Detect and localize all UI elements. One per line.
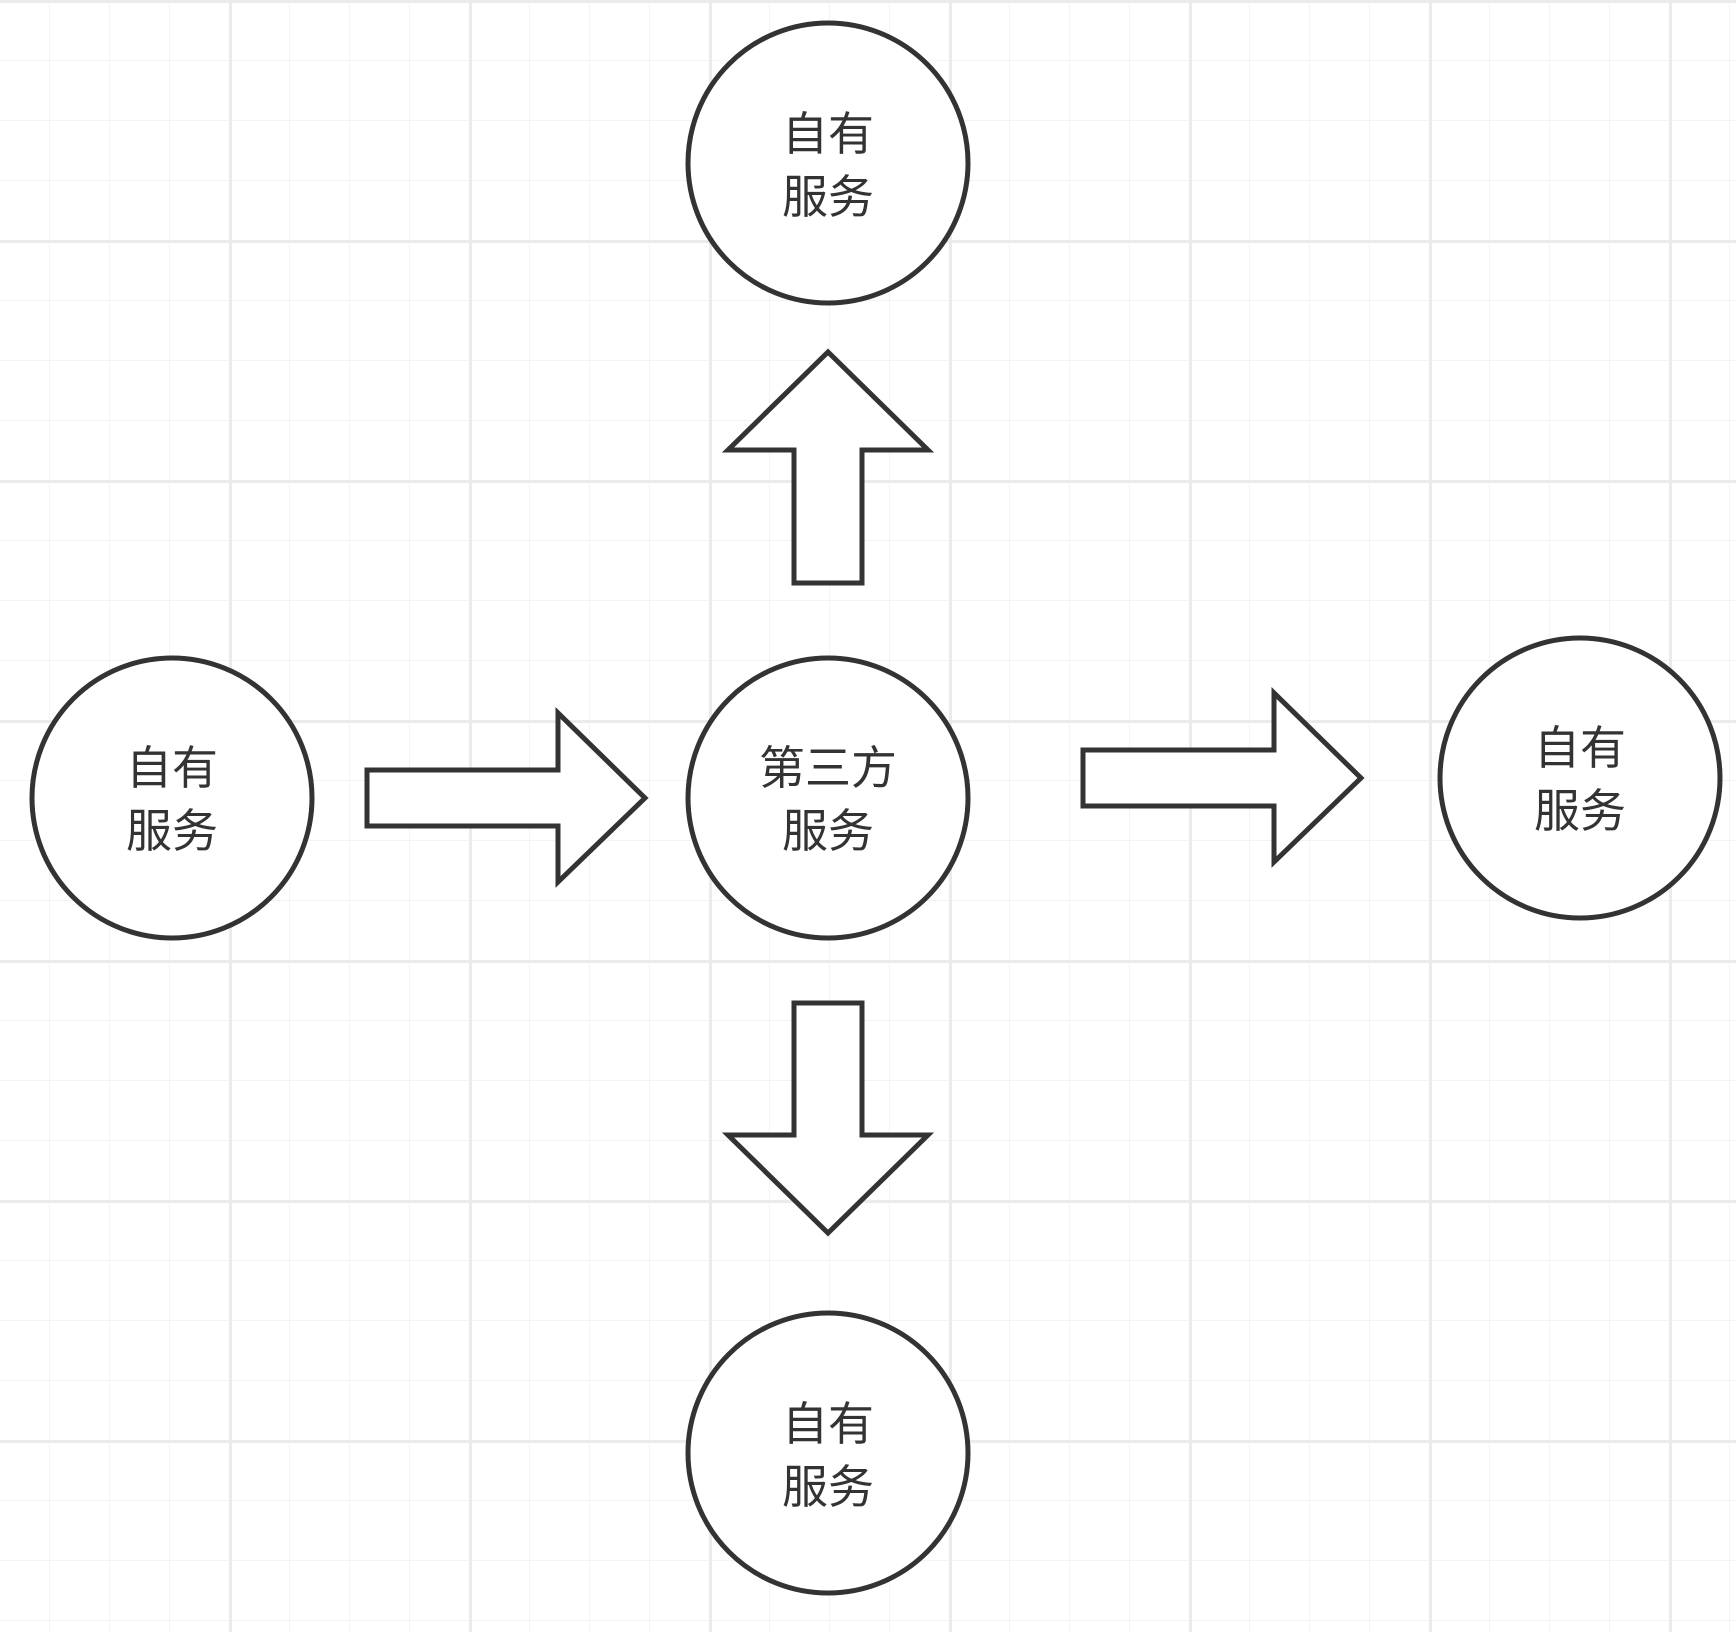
node-top-label-line1: 自有	[782, 107, 874, 161]
node-right[interactable]: 自有 服务	[1437, 635, 1723, 921]
node-bottom-circle	[685, 1310, 971, 1596]
node-center-label-line1: 第三方	[759, 741, 897, 795]
node-right-circle	[1437, 635, 1723, 921]
node-center-circle	[685, 655, 971, 941]
arrow-left-to-center[interactable]	[364, 707, 649, 888]
node-right-label-line2: 服务	[1534, 784, 1626, 838]
node-bottom-label-line1: 自有	[782, 1397, 874, 1451]
node-center[interactable]: 第三方 服务	[685, 655, 971, 941]
node-top-label-line2: 服务	[782, 170, 874, 224]
node-right-label-line1: 自有	[1534, 721, 1626, 775]
node-bottom[interactable]: 自有 服务	[685, 1310, 971, 1596]
node-top[interactable]: 自有 服务	[685, 20, 971, 306]
node-top-circle	[685, 20, 971, 306]
node-left[interactable]: 自有 服务	[29, 655, 315, 941]
arrow-center-to-right[interactable]	[1080, 687, 1365, 868]
arrow-center-to-bottom[interactable]	[721, 1000, 935, 1237]
arrow-center-to-top[interactable]	[721, 348, 935, 586]
node-center-label-line2: 服务	[782, 804, 874, 858]
node-left-circle	[29, 655, 315, 941]
node-bottom-label-line2: 服务	[782, 1460, 874, 1514]
node-left-label-line2: 服务	[126, 804, 218, 858]
node-left-label-line1: 自有	[126, 741, 218, 795]
